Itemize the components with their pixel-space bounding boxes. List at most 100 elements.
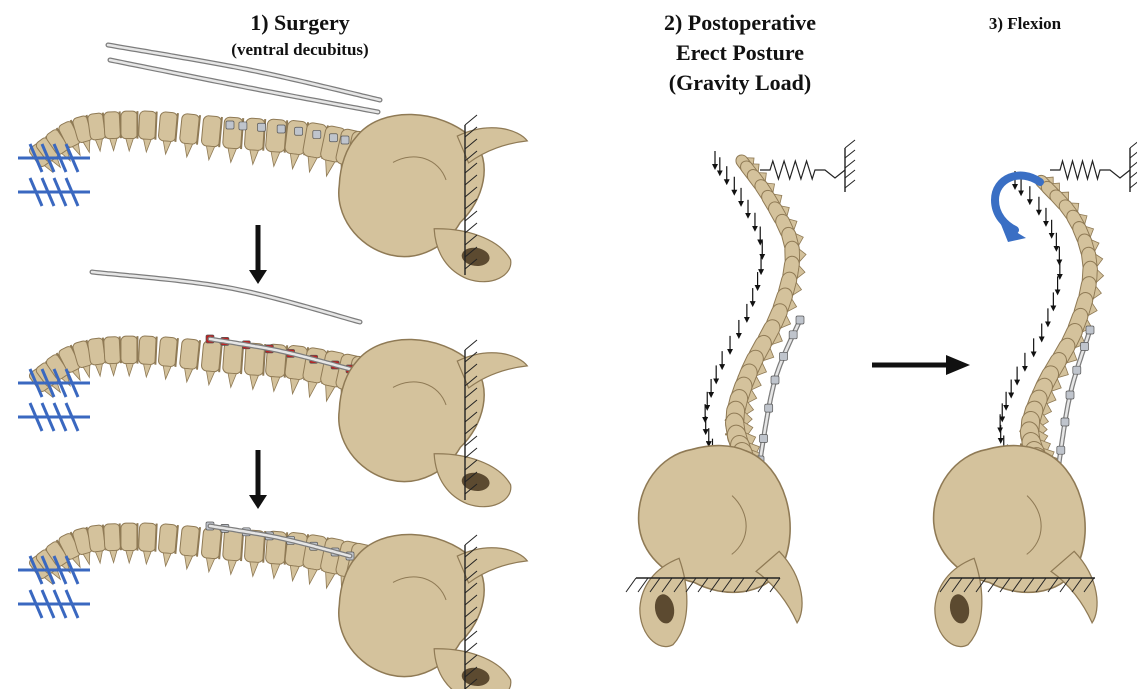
rod-outline xyxy=(92,272,360,322)
vertebral-body xyxy=(244,118,265,151)
stage-arrow-head xyxy=(249,495,267,509)
spinous-process xyxy=(183,368,192,382)
pelvis xyxy=(908,434,1103,650)
spinous-process xyxy=(227,560,236,575)
spinous-process xyxy=(249,375,258,390)
spinous-process xyxy=(289,566,300,582)
pedicle-screw xyxy=(1073,366,1081,374)
surgery-stage-2 xyxy=(18,272,530,511)
wall-hatch xyxy=(465,223,477,233)
vertebral-body xyxy=(104,336,121,364)
disc-line xyxy=(155,337,156,365)
spinous-process xyxy=(305,568,317,585)
vertebra xyxy=(138,523,157,565)
rod-outline xyxy=(108,45,380,100)
spinous-process xyxy=(322,572,334,589)
spinous-process xyxy=(270,564,280,579)
spinous-process xyxy=(249,150,258,165)
spinous-process xyxy=(270,377,280,392)
vertebra xyxy=(178,525,200,570)
spinous-process xyxy=(95,551,104,564)
pedicle-screw xyxy=(1057,446,1065,454)
spinous-process xyxy=(227,373,236,388)
pedicle-screw xyxy=(765,404,773,412)
spring-anchor-hatch xyxy=(845,170,855,178)
vertebral-body xyxy=(104,523,121,551)
spinous-process xyxy=(126,139,133,151)
spinous-process xyxy=(83,552,93,565)
wall-hatch xyxy=(465,448,477,458)
spinous-process xyxy=(95,364,104,377)
vertebra xyxy=(138,111,157,153)
spring xyxy=(1050,161,1130,179)
pedicle-screw xyxy=(1086,326,1094,334)
disc-line xyxy=(155,112,156,140)
spring-anchor-hatch xyxy=(1130,170,1137,178)
vertebral-body xyxy=(121,336,137,363)
vertebral-body xyxy=(222,342,243,374)
vertebra xyxy=(121,111,137,151)
vertebral-body xyxy=(222,529,243,561)
disc-line xyxy=(155,524,156,552)
surgery-stage-1 xyxy=(18,45,530,286)
spinous-process xyxy=(162,141,171,155)
spinous-process xyxy=(72,556,83,569)
pedicle-screw xyxy=(760,435,768,443)
stage-arrow-head xyxy=(249,270,267,284)
vertebra xyxy=(200,340,222,385)
spinous-process xyxy=(322,385,334,402)
pedicle-screw xyxy=(1061,418,1069,426)
spring-anchor-hatch xyxy=(1130,150,1137,158)
spinous-process xyxy=(110,138,118,150)
vertebra xyxy=(157,524,178,567)
spinous-process xyxy=(205,146,214,160)
vertebral-body xyxy=(121,111,137,138)
vertebral-body xyxy=(138,111,156,140)
vertebral-body xyxy=(121,523,137,550)
spinous-process xyxy=(183,143,192,157)
vertebra xyxy=(104,523,122,563)
spinous-process xyxy=(83,365,93,378)
spring-anchor-hatch xyxy=(1130,160,1137,168)
spinous-process xyxy=(72,144,83,157)
vertebra xyxy=(221,342,243,388)
ground-hatch xyxy=(626,578,636,592)
spinous-process xyxy=(143,551,151,564)
flexion-panel xyxy=(908,140,1137,650)
spinous-process xyxy=(799,249,806,261)
spinous-process xyxy=(205,558,214,572)
vertebra xyxy=(157,112,178,155)
pedicle-screw xyxy=(329,134,337,142)
spring xyxy=(760,161,845,179)
flexion-moment-arrow xyxy=(995,176,1040,230)
spinous-process xyxy=(95,139,104,152)
spinous-process xyxy=(143,364,151,377)
pelvis xyxy=(613,434,808,650)
spring-anchor-hatch xyxy=(1130,140,1137,148)
wall-hatch xyxy=(465,535,477,545)
pedicle-screw xyxy=(1081,342,1089,350)
vertebra xyxy=(157,337,178,380)
spinous-process xyxy=(126,551,133,563)
vertebra xyxy=(121,523,137,563)
spinous-process xyxy=(227,148,236,163)
spinous-process xyxy=(83,140,93,153)
wall-hatch xyxy=(465,340,477,350)
spinous-process xyxy=(126,364,133,376)
spinous-process xyxy=(1096,254,1104,267)
vertebra xyxy=(200,527,222,572)
spinous-process xyxy=(249,562,258,577)
pedicle-screw xyxy=(771,376,779,384)
pedicle-screw xyxy=(295,127,303,135)
vertebra xyxy=(104,111,122,151)
spring-anchor-hatch xyxy=(845,140,855,148)
spinous-process xyxy=(1097,270,1104,283)
vertebral-body xyxy=(138,336,156,365)
pedicle-screw xyxy=(780,352,788,360)
spinous-process xyxy=(205,371,214,385)
spinous-process xyxy=(322,160,334,177)
postoperative-panel xyxy=(613,140,855,650)
vertebra xyxy=(104,336,122,376)
rod xyxy=(92,272,360,322)
spinous-process xyxy=(270,152,280,167)
